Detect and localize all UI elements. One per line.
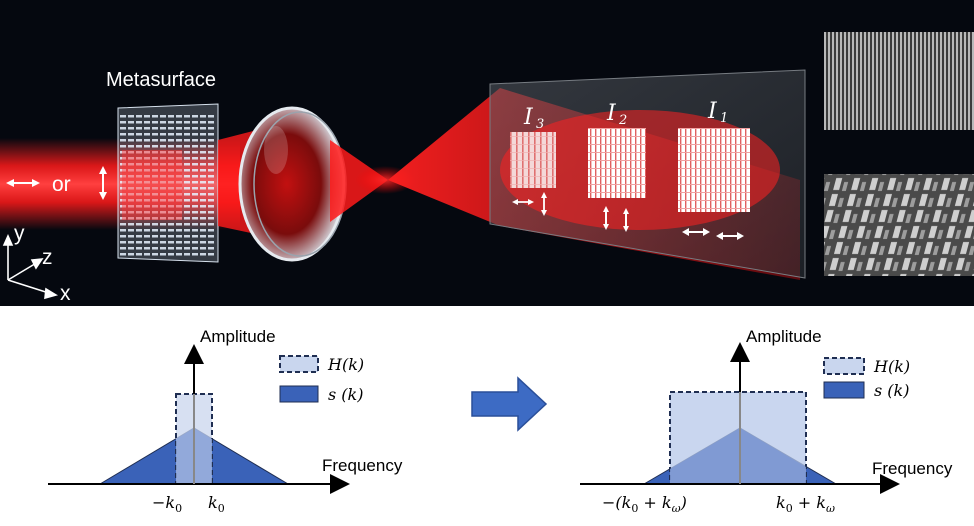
metasurface-plate [117, 103, 219, 263]
transition-arrow-icon [471, 376, 548, 432]
left-tick-pos-k0: k0 [208, 493, 225, 515]
both-polarizations-icon [512, 192, 547, 216]
right-spectrum-plot: Amplitude Frequency −(k0 + kω) k0 + kω H… [580, 327, 953, 515]
left-legend-signal-swatch [279, 385, 319, 403]
image-i3-subscript: 3 [536, 117, 544, 132]
horizontal-arrow-icon [6, 179, 40, 187]
axis-x-label: x [60, 282, 71, 305]
left-legend-filter-swatch [279, 355, 319, 373]
image-i1-label: I [707, 99, 718, 124]
optical-setup-panel: Metasurface or I 3 [0, 0, 974, 306]
axis-y-label: y [14, 222, 25, 245]
input-polarization: or [6, 166, 107, 200]
left-spectrum-plot: Amplitude Frequency −k0 k0 H(k) s (k) [48, 327, 403, 515]
right-legend-signal-swatch [823, 381, 865, 399]
coordinate-axes [2, 234, 59, 300]
or-label: or [52, 173, 71, 196]
vertical-polarization-icon [603, 206, 629, 232]
right-legend-filter-swatch [823, 357, 865, 375]
sem-image-pillars [824, 174, 974, 276]
frequency-filter-svg: Amplitude Frequency −k0 k0 H(k) s (k) Am… [48, 327, 953, 515]
axis-z-label: z [42, 246, 53, 269]
right-tick-neg: −(k0 + kω) [602, 493, 687, 515]
image-i3-label: I [523, 105, 534, 130]
image-i3: I 3 [510, 105, 556, 216]
horizontal-polarization-icon [682, 228, 744, 240]
left-amplitude-label: Amplitude [200, 327, 276, 346]
right-overlap [670, 428, 806, 484]
right-legend-signal-label: s (k) [874, 381, 909, 400]
left-legend-filter-label: H(k) [327, 355, 364, 374]
left-tick-neg-k0: −k0 [152, 493, 182, 515]
right-amplitude-label: Amplitude [746, 327, 822, 346]
vertical-arrow-icon [99, 166, 107, 200]
metasurface-label: Metasurface [106, 69, 216, 91]
image-i2: I 2 [588, 101, 646, 232]
image-i2-label: I [606, 101, 617, 126]
left-legend-signal-label: s (k) [328, 385, 363, 404]
image-i2-subscript: 2 [618, 113, 627, 128]
image-i1-subscript: 1 [720, 111, 728, 126]
right-frequency-label: Frequency [872, 459, 953, 478]
left-frequency-label: Frequency [322, 456, 403, 475]
right-tick-pos: k0 + kω [776, 493, 835, 515]
image-i1: I 1 [678, 99, 750, 240]
frequency-filter-panel: Amplitude Frequency −k0 k0 H(k) s (k) Am… [0, 306, 974, 526]
optical-setup-svg: Metasurface or I 3 [0, 32, 974, 305]
sem-image-gratings [824, 32, 974, 130]
right-legend-filter-label: H(k) [873, 357, 910, 376]
